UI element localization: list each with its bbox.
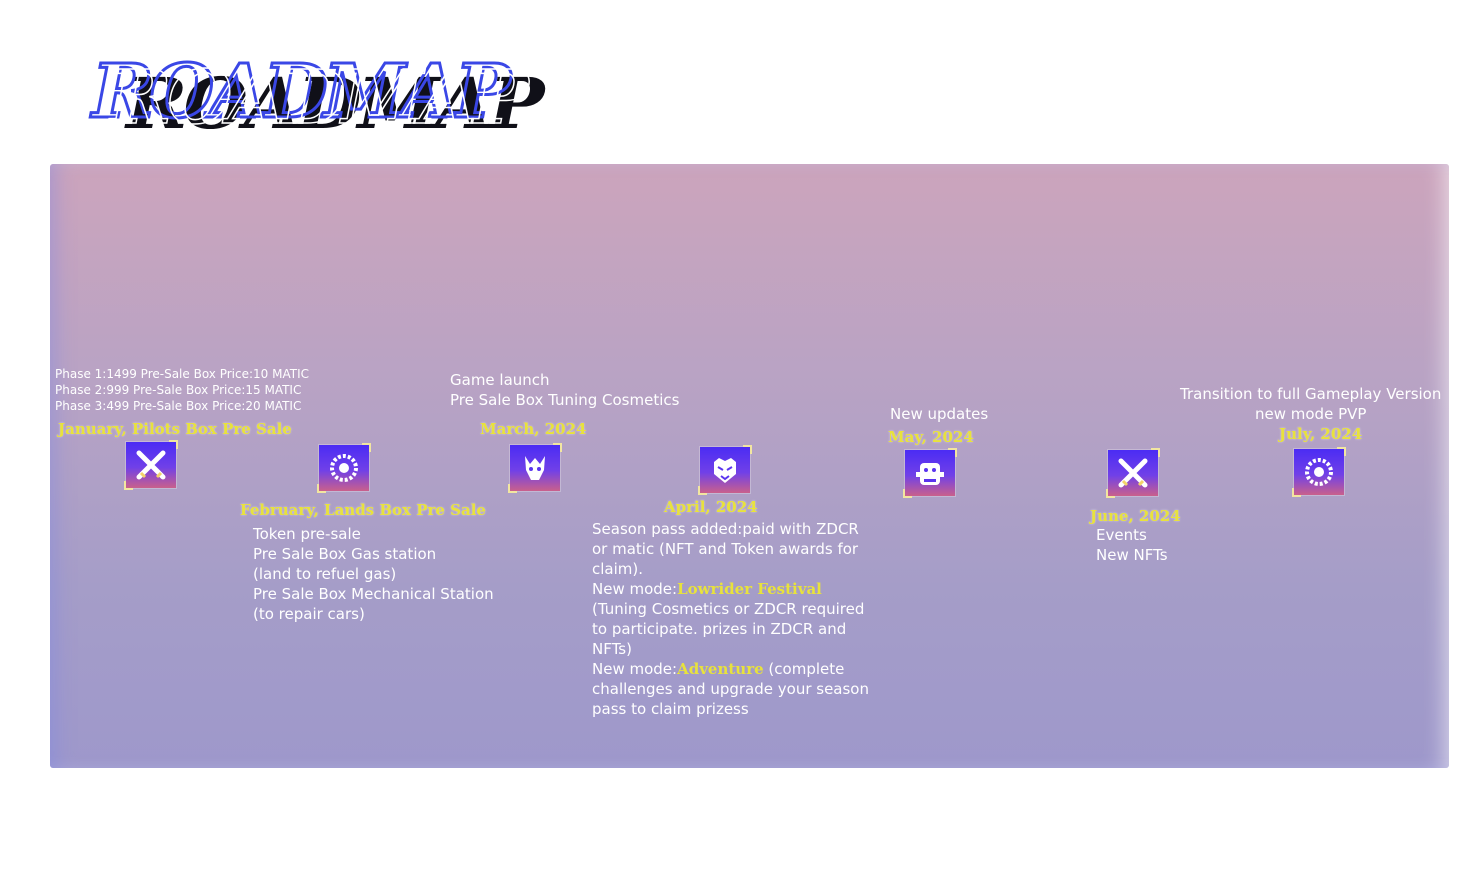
roadmap-title: ROADMAP bbox=[109, 55, 529, 141]
april-mode1-desc-3: NFTs) bbox=[592, 640, 632, 658]
april-mode1-desc-2: to participate. prizes in ZDCR and bbox=[592, 620, 847, 638]
july-line-1: Transition to full Gameplay Version bbox=[1180, 385, 1442, 403]
january-phase-3: Phase 3:499 Pre-Sale Box Price:20 MATIC bbox=[55, 399, 302, 413]
july-line-2: new mode PVP bbox=[1255, 405, 1367, 423]
april-mode2-name: Adventure bbox=[677, 660, 764, 678]
april-line-3: claim). bbox=[592, 560, 644, 578]
april-line-1: Season pass added:paid with ZDCR bbox=[592, 520, 859, 538]
march-line-2: Pre Sale Box Tuning Cosmetics bbox=[450, 391, 680, 409]
saw-blade-icon bbox=[317, 443, 371, 493]
february-line-2: Pre Sale Box Gas station bbox=[253, 545, 437, 563]
april-date: April, 2024 bbox=[664, 498, 758, 516]
january-date: January, Pilots Box Pre Sale bbox=[58, 420, 292, 438]
crossed-swords-icon bbox=[124, 440, 178, 490]
roadmap-title-shadow: ROADMAP bbox=[126, 63, 545, 145]
may-date: May, 2024 bbox=[888, 428, 974, 446]
february-line-5: (to repair cars) bbox=[253, 605, 365, 623]
june-date: June, 2024 bbox=[1090, 507, 1181, 525]
dragon-icon bbox=[508, 443, 562, 493]
may-line-1: New updates bbox=[890, 405, 989, 423]
january-phase-2: Phase 2:999 Pre-Sale Box Price:15 MATIC bbox=[55, 383, 302, 397]
april-mode1-name: Lowrider Festival bbox=[677, 580, 822, 598]
april-mode2-desc-1: challenges and upgrade your season bbox=[592, 680, 869, 698]
april-mode2-line: New mode:Adventure (complete bbox=[592, 659, 844, 679]
june-line-1: Events bbox=[1096, 526, 1147, 544]
february-line-4: Pre Sale Box Mechanical Station bbox=[253, 585, 494, 603]
april-mode1-desc-1: (Tuning Cosmetics or ZDCR required bbox=[592, 600, 865, 618]
july-date: July, 2024 bbox=[1279, 425, 1363, 443]
totem-icon bbox=[903, 448, 957, 498]
tiger-icon bbox=[698, 445, 752, 495]
april-mode1-prefix: New mode: bbox=[592, 580, 678, 598]
roadmap-logo: ROADMAP ROADMAP ROADMAP bbox=[91, 49, 632, 145]
april-line-2: or matic (NFT and Token awards for bbox=[592, 540, 859, 558]
crossed-swords-icon bbox=[1106, 448, 1160, 498]
february-line-1: Token pre-sale bbox=[253, 525, 361, 543]
january-phase-1: Phase 1:1499 Pre-Sale Box Price:10 MATIC bbox=[55, 367, 309, 381]
june-line-2: New NFTs bbox=[1096, 546, 1168, 564]
april-mode2-desc-2: pass to claim prizess bbox=[592, 700, 749, 718]
april-mode2-suffix: (complete bbox=[763, 660, 845, 678]
february-date: February, Lands Box Pre Sale bbox=[240, 501, 486, 519]
march-date: March, 2024 bbox=[480, 420, 587, 438]
roadmap-title-outline: ROADMAP bbox=[91, 49, 513, 135]
saw-blade-icon bbox=[1292, 447, 1346, 497]
april-mode1-line: New mode:Lowrider Festival bbox=[592, 579, 822, 599]
february-line-3: (land to refuel gas) bbox=[253, 565, 397, 583]
march-line-1: Game launch bbox=[450, 371, 550, 389]
april-mode2-prefix: New mode: bbox=[592, 660, 678, 678]
